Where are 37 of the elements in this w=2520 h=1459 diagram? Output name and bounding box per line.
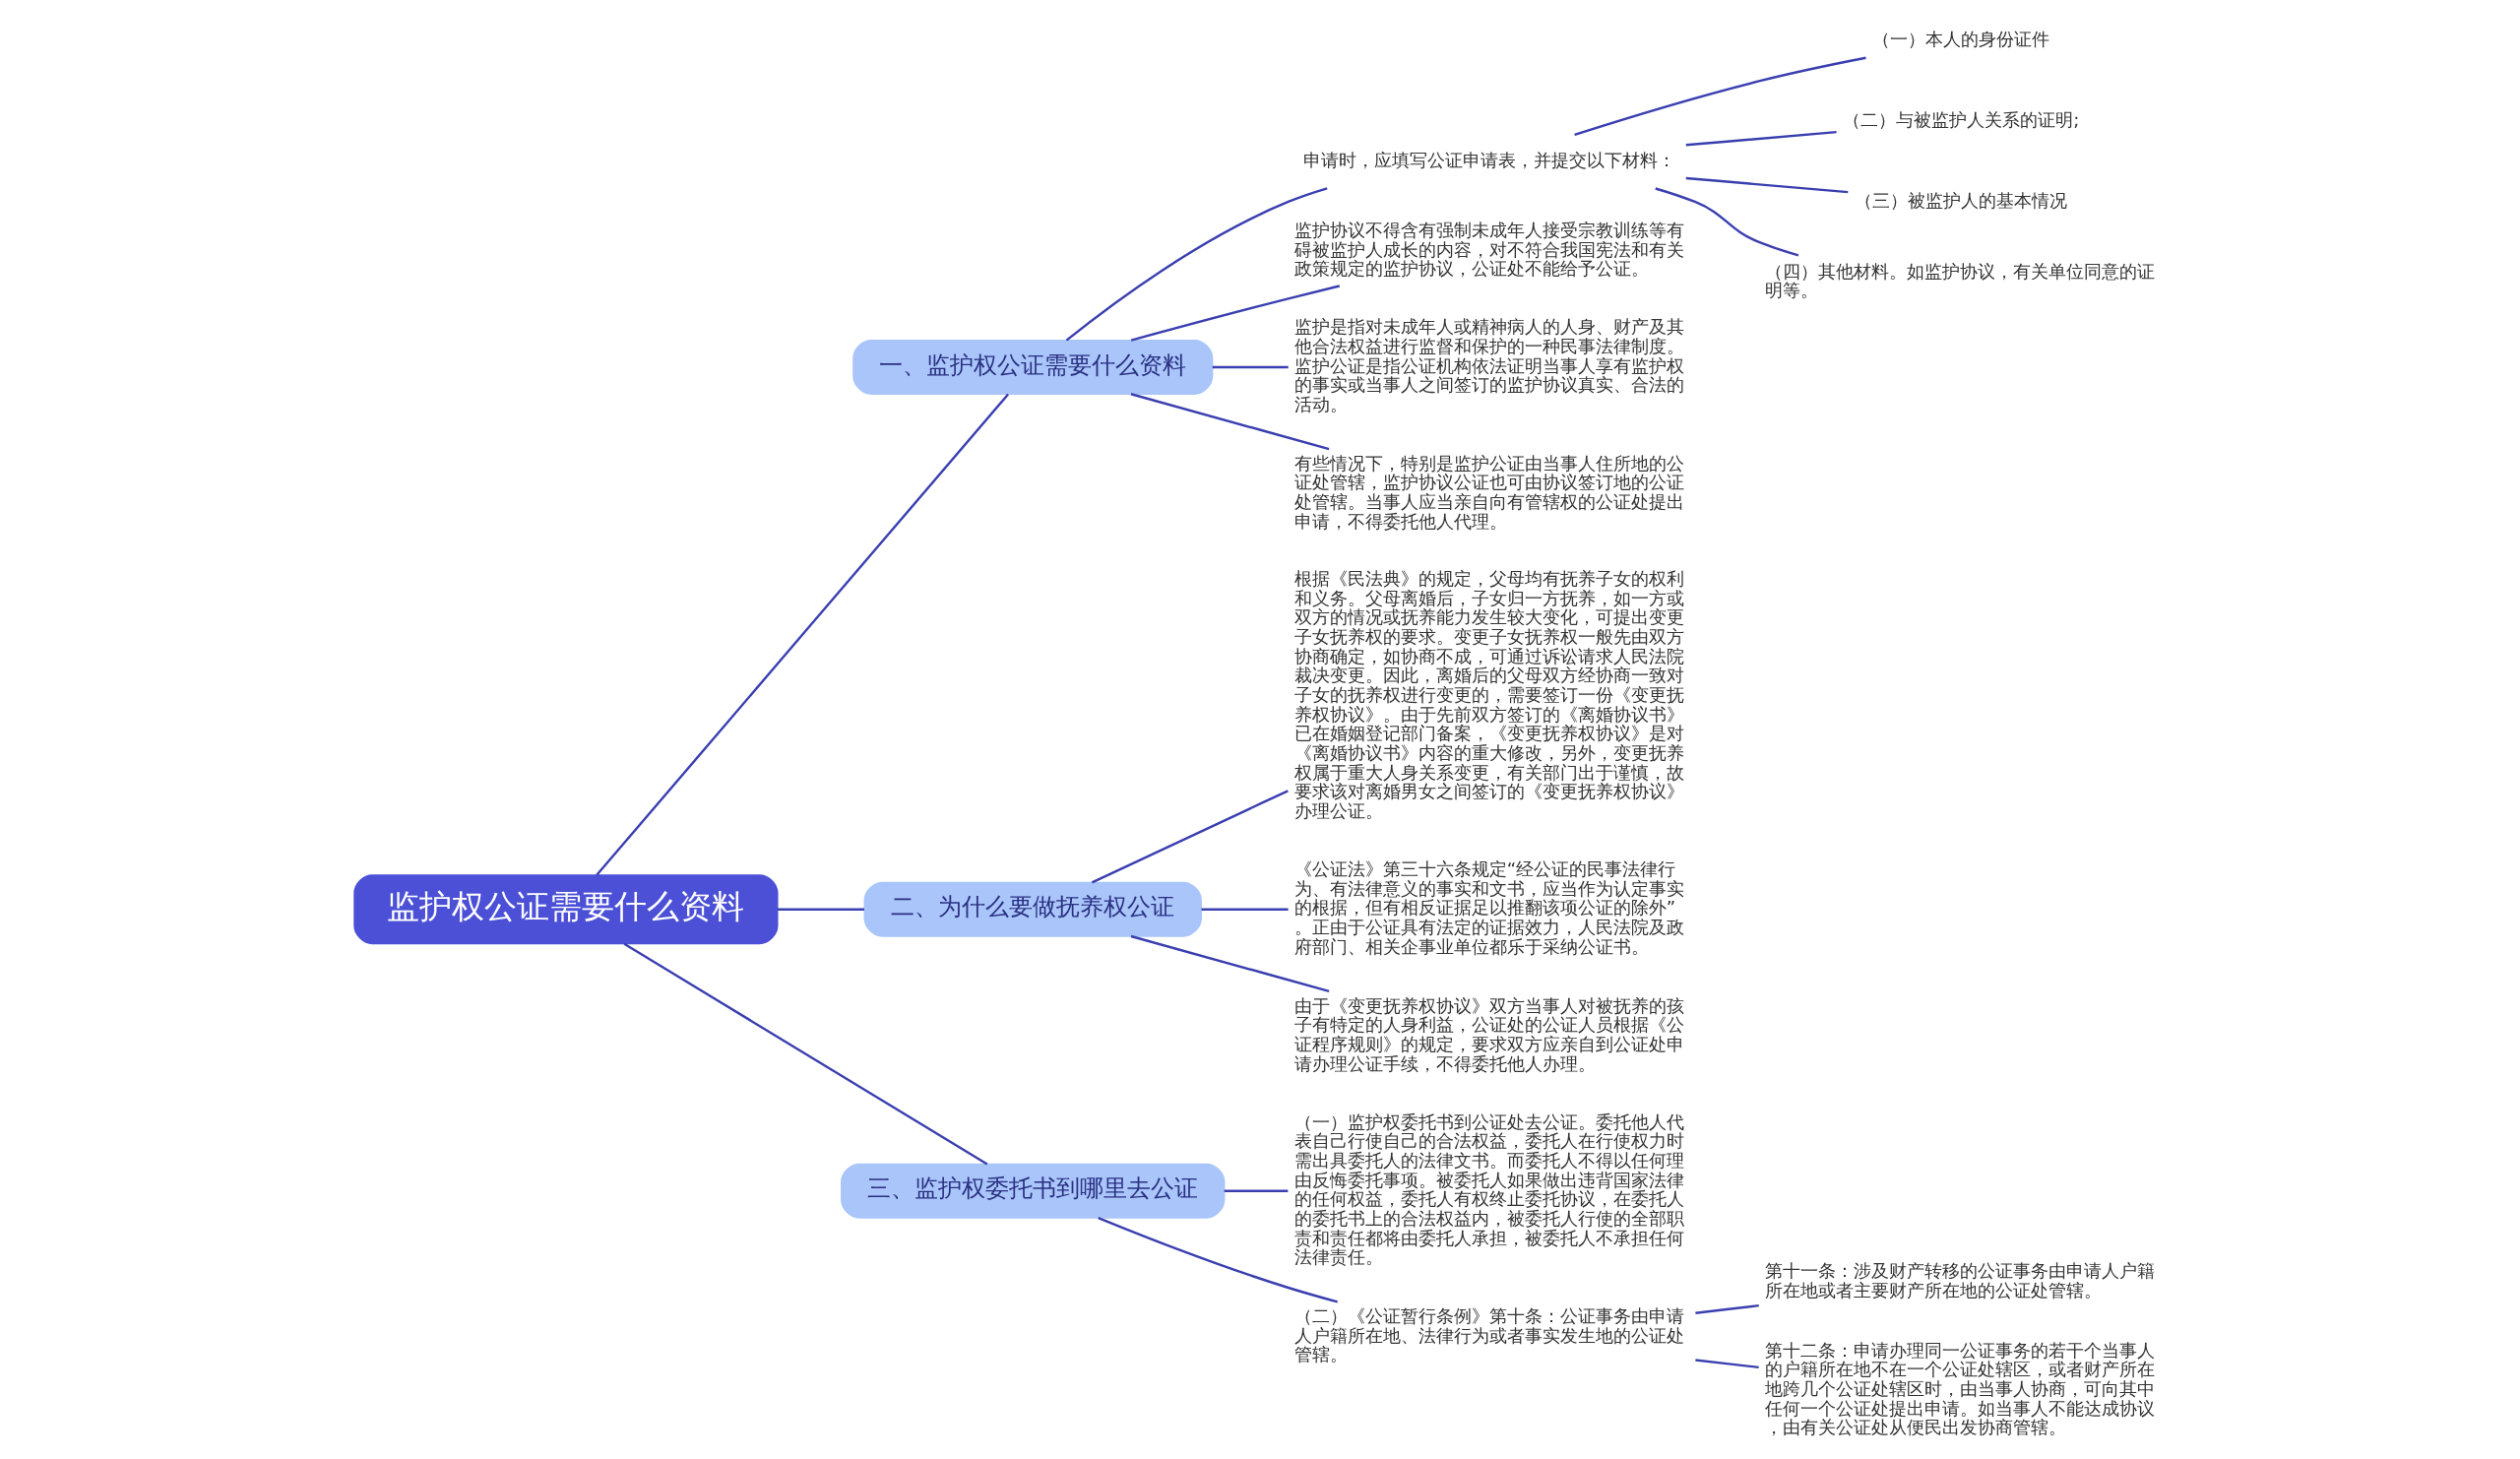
connector (596, 393, 1009, 876)
connector (623, 942, 988, 1166)
connector (1065, 187, 1328, 342)
connector (1224, 1189, 1289, 1192)
connector (1655, 187, 1799, 257)
connector (778, 908, 864, 911)
node-text: （一）监护权委托书到公证处去公证。委托他人代表自己行使自己的合法权益，委托人在行使权力时需出具委托人的法律文书。而委托人不得以任何理由反悔委托事项。被委托人如果做出违背国家法律的任何权益，委托人有权终止委托协议，在委托人的委托书上的合法权益内，被委托人行使的全部职责和责任都将由委托人承担，被委托人不承担任何法律责任。 (1293, 1110, 1684, 1268)
connector (1685, 176, 1849, 194)
node-text: 第十一条：涉及财产转移的公证事务由申请人户籍所在地或者主要财产所在地的公证处管辖。 (1764, 1259, 2155, 1300)
node-box: 一、监护权公证需要什么资料 (852, 339, 1214, 395)
node-text: （二）与被监护人关系的证明; (1843, 108, 2080, 130)
connector (1201, 908, 1289, 911)
connector (1091, 790, 1289, 884)
node-text: 根据《民法典》的规定，父母均有抚养子女的权利和义务。父母离婚后，子女归一方抚养，如一方或双方的情况或抚养能力发生较大变化，可提出变更子女抚养权的要求。变更子女抚养权一般先由双方协商确定，如协商不成，可通过诉讼请求人民法院裁决变更。因此，离婚后的父母双方经协商一致对子女的抚养权进行变更的，需要签订一份《变更抚养权协议》。由于先前双方签订的《离婚协议书》已在婚姻登记部门备案，《变更抚养权协议》是对《离婚协议书》内容的重大修改，另外，变更抚养权属于重大人身关系变更，有关部门出于谨慎，故要求该对离婚男女之间签订的《变更抚养权协议》办理公证。 (1293, 568, 1684, 822)
connector (1695, 1303, 1759, 1314)
node-box: 监护权公证需要什么资料 (353, 874, 779, 945)
node-box: 二、为什么要做抚养权公证 (863, 881, 1202, 937)
node-text: 监护是指对未成年人或精神病人的人身、财产及其他合法权益进行监督和保护的一种民事法律制度。监护公证是指公证机构依法证明当事人享有监护权的事实或当事人之间签订的监护协议真实、合法的活动。 (1293, 316, 1684, 414)
node-text: （二）《公证暂行条例》第十条：公证事务由申请人户籍所在地、法律行为或者事实发生地的公证处管辖。 (1293, 1304, 1684, 1365)
node-text: 监护协议不得含有强制未成年人接受宗教训练等有碍被监护人成长的内容，对不符合我国宪法和有关政策规定的监护协议，公证处不能给予公证。 (1293, 219, 1684, 280)
connector (1212, 365, 1289, 369)
connector (1130, 934, 1330, 993)
node-text: 有些情况下，特别是监护公证由当事人住所地的公证处管辖，监护协议公证也可由协议签订地的公证处管辖。当事人应当亲自向有管辖权的公证处提出申请，不得委托他人代理。 (1293, 452, 1684, 532)
node-text: （一）本人的身份证件 (1871, 29, 2049, 50)
node-text: （四）其他材料。如监护协议，有关单位同意的证明等。 (1764, 260, 2155, 301)
node-text: 《公证法》第三十六条规定“经公证的民事法律行为、有法律意义的事实和文书，应当作为认定事实的根据，但有相反证据足以推翻该项公证的除外”。正由于公证具有法定的证据效力，人民法院及政府部门、相关企事业单位都乐于采纳公证书。 (1293, 858, 1684, 957)
connector (1695, 1359, 1759, 1369)
node-text: 由于《变更抚养权协议》双方当事人对被抚养的孩子有特定的人身利益，公证处的公证人员根据《公证程序规则》的规定，要求双方应亲自到公证处申请办理公证手续，不得委托他人办理。 (1293, 994, 1684, 1074)
connector (1574, 56, 1866, 136)
connector (1098, 1216, 1339, 1303)
node-text: 第十二条：申请办理同一公证事务的若干个当事人的户籍所在地不在一个公证处辖区，或者财产所在地跨几个公证处辖区时，由当事人协商，可向其中任何一个公证处提出申请。如当事人不能达成协议，由有关公证处从便民出发协商管辖。 (1764, 1339, 2155, 1438)
connector (1130, 285, 1341, 342)
connector (1130, 393, 1330, 451)
node-text: （三）被监护人的基本情况 (1854, 189, 2067, 211)
node-box: 三、监护权委托书到哪里去公证 (841, 1163, 1226, 1219)
connector (1685, 130, 1837, 147)
node-text: 申请时，应填写公证申请表，并提交以下材料： (1302, 149, 1675, 170)
